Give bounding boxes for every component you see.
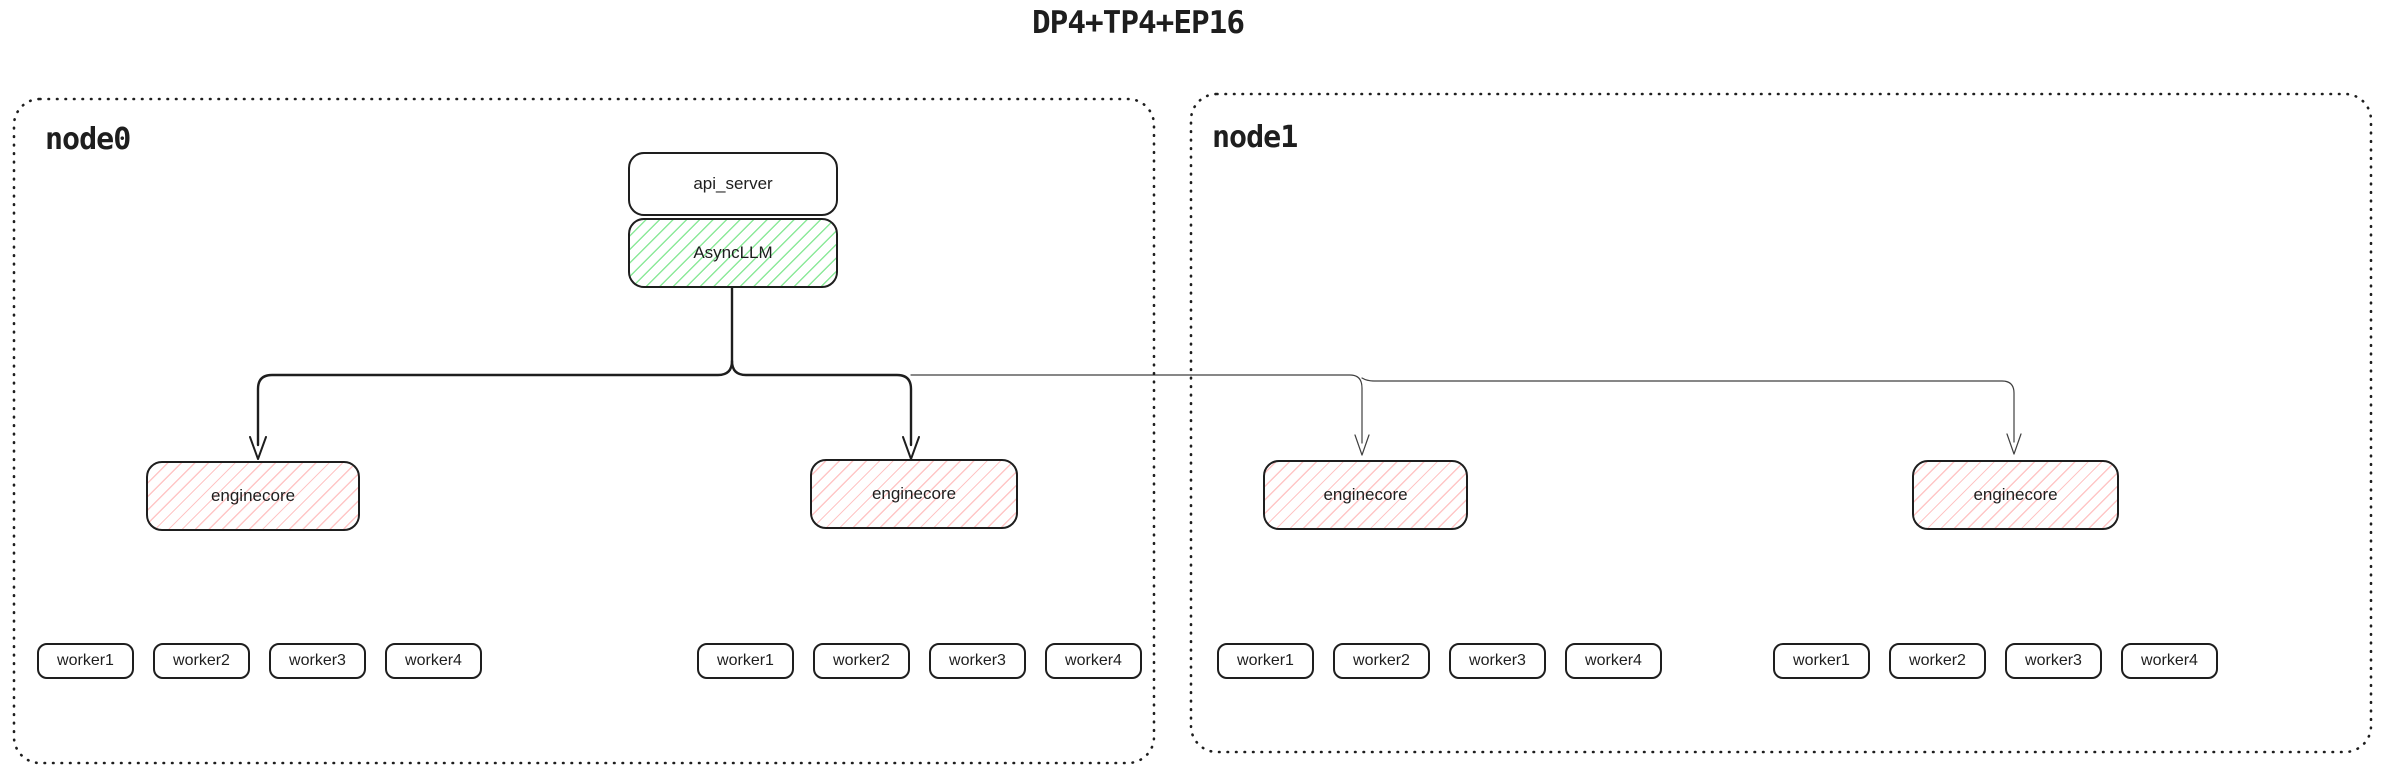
- arrowhead-enginecore1: [249, 436, 267, 460]
- worker-box: worker1: [697, 643, 794, 679]
- arrowhead-enginecore4: [2006, 433, 2022, 455]
- diagram-title: DP4+TP4+EP16: [1032, 5, 1245, 41]
- enginecore-box-node1-1: enginecore: [1263, 460, 1468, 530]
- connector-asyncllm-to-enginecore4: [1361, 377, 2015, 443]
- worker-box: worker4: [1045, 643, 1142, 679]
- worker-box: worker1: [1773, 643, 1870, 679]
- worker-box: worker2: [153, 643, 250, 679]
- worker-box: worker3: [2005, 643, 2102, 679]
- connector-asyncllm-to-enginecore3: [910, 374, 1363, 444]
- worker-group-node1-2: worker1 worker2 worker3 worker4: [1773, 643, 2218, 679]
- enginecore-box-node0-2: enginecore: [810, 459, 1018, 529]
- worker-box: worker1: [1217, 643, 1314, 679]
- worker-box: worker1: [37, 643, 134, 679]
- worker-group-node0-1: worker1 worker2 worker3 worker4: [37, 643, 482, 679]
- worker-group-node0-2: worker1 worker2 worker3 worker4: [697, 643, 1142, 679]
- worker-box: worker4: [2121, 643, 2218, 679]
- node0-label: node0: [45, 122, 131, 157]
- worker-box: worker4: [1565, 643, 1662, 679]
- worker-group-node1-1: worker1 worker2 worker3 worker4: [1217, 643, 1662, 679]
- connector-asyncllm-to-enginecore1: [256, 286, 734, 447]
- worker-box: worker2: [1333, 643, 1430, 679]
- asyncllm-box: AsyncLLM: [628, 218, 838, 288]
- connector-asyncllm-to-enginecore2: [730, 359, 913, 447]
- node1-border: [1189, 92, 2373, 754]
- enginecore-box-node1-2: enginecore: [1912, 460, 2119, 530]
- node1-label: node1: [1212, 120, 1298, 155]
- node0-border: [12, 97, 1156, 765]
- arrowhead-enginecore3: [1354, 434, 1370, 456]
- worker-box: worker3: [269, 643, 366, 679]
- worker-box: worker3: [929, 643, 1026, 679]
- enginecore-box-node0-1: enginecore: [146, 461, 360, 531]
- worker-box: worker3: [1449, 643, 1546, 679]
- worker-box: worker4: [385, 643, 482, 679]
- worker-box: worker2: [1889, 643, 1986, 679]
- worker-box: worker2: [813, 643, 910, 679]
- api-server-box: api_server: [628, 152, 838, 216]
